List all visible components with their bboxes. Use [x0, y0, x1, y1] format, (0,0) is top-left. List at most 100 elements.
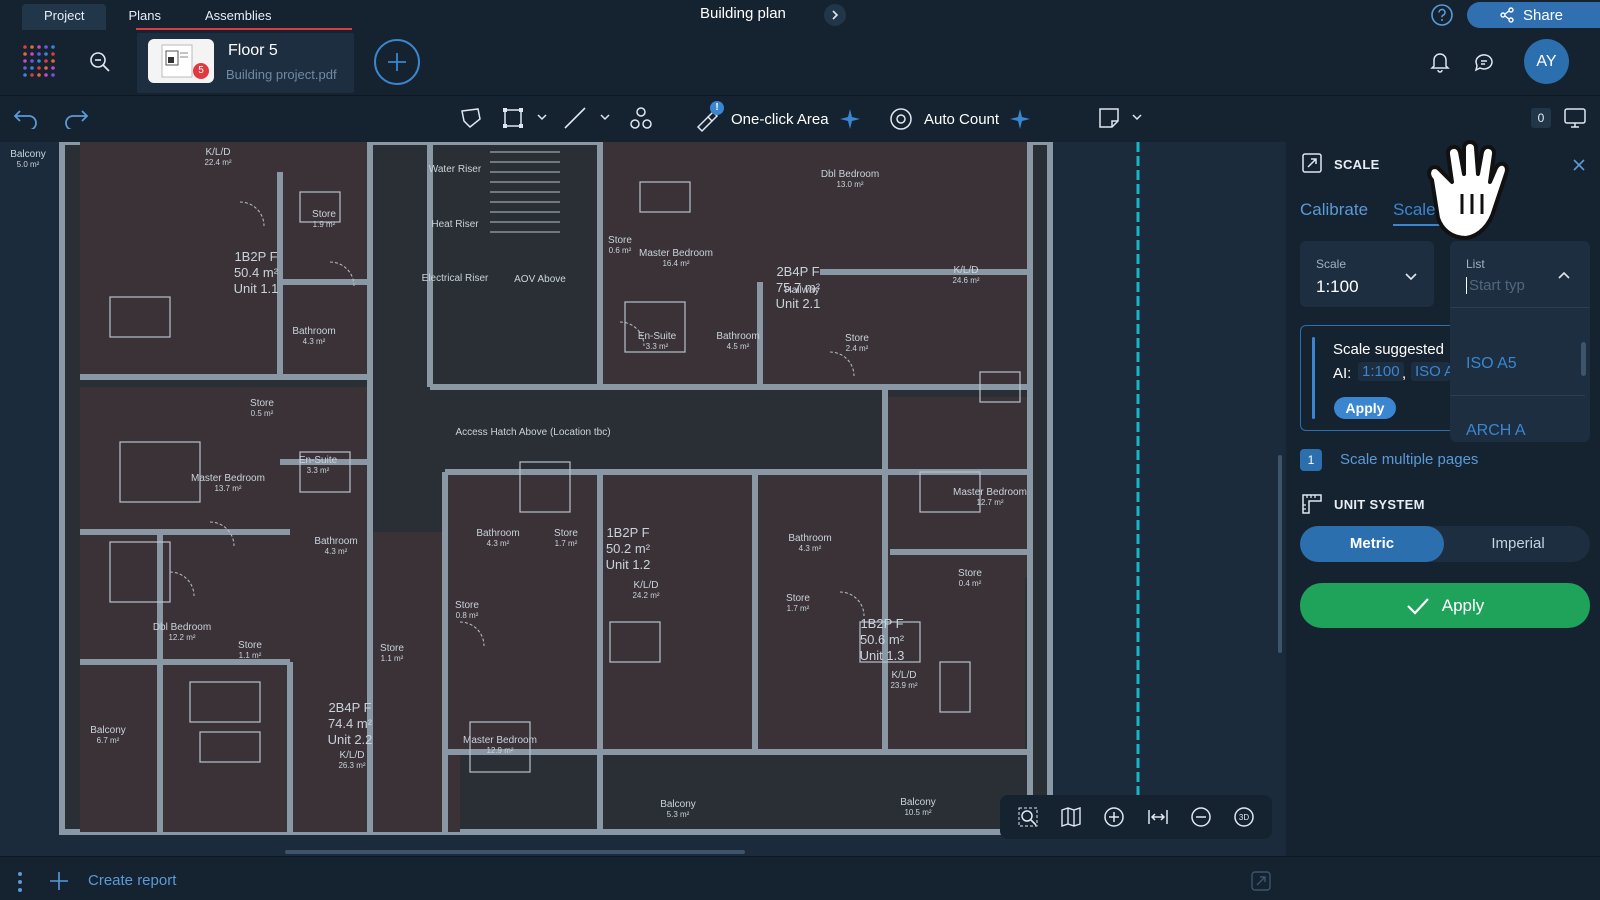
tab-calibrate[interactable]: Calibrate	[1300, 200, 1369, 219]
page-count-badge: 5	[193, 63, 209, 79]
room-area: 5.0 m²	[17, 160, 40, 169]
room-unit: Unit 1.1	[234, 281, 279, 296]
polygon-area-icon[interactable]	[458, 105, 484, 131]
apply-button[interactable]: Apply	[1300, 583, 1590, 628]
user-avatar[interactable]: AY	[1524, 39, 1569, 84]
bell-icon[interactable]	[1428, 49, 1452, 73]
room-name: AOV Above	[514, 274, 566, 285]
suggestion-apply-button[interactable]: Apply	[1334, 397, 1396, 419]
add-file-button[interactable]	[374, 39, 420, 85]
zoom-out-icon[interactable]	[1189, 805, 1213, 829]
scale-icon	[1300, 151, 1324, 175]
room-name: Access Hatch Above (Location tbc)	[455, 427, 610, 438]
help-icon[interactable]	[1430, 3, 1454, 27]
room-name: En-Suite	[299, 455, 338, 466]
unit-imperial-option[interactable]: Imperial	[1491, 535, 1545, 552]
tool-bar	[0, 96, 1600, 142]
list-option[interactable]: ISO A5	[1466, 355, 1517, 372]
one-click-area-button[interactable]: ! One-click Area	[693, 101, 861, 137]
sticky-note-icon[interactable]	[1096, 105, 1122, 131]
redo-icon[interactable]	[62, 105, 90, 129]
suggested-paper-chip[interactable]: ISO A	[1411, 362, 1450, 381]
fixture	[609, 621, 661, 663]
undo-icon[interactable]	[12, 105, 40, 129]
close-icon[interactable]	[1571, 157, 1587, 173]
count-tool-icon[interactable]	[628, 105, 654, 131]
monitor-icon[interactable]	[1562, 105, 1588, 131]
room-area: 3.3 m²	[307, 466, 330, 475]
more-options-icon[interactable]	[16, 870, 24, 894]
room-name: Master Bedroom	[639, 248, 713, 259]
chevron-down-icon[interactable]	[599, 111, 611, 123]
search-icon[interactable]	[88, 50, 112, 74]
dropdown-scrollbar[interactable]	[1581, 342, 1586, 376]
list-select[interactable]	[1450, 241, 1590, 307]
plus-icon[interactable]	[48, 870, 70, 892]
room-label: Access Hatch Above (Location tbc)	[455, 427, 610, 438]
3d-view-icon[interactable]: 3D	[1232, 805, 1256, 829]
room-area: 4.3 m²	[487, 539, 510, 548]
chat-icon[interactable]	[1472, 50, 1496, 74]
room-area: 50.2 m²	[606, 541, 651, 556]
room-area: 0.4 m²	[959, 579, 982, 588]
zoom-in-icon[interactable]	[1102, 805, 1126, 829]
document-title[interactable]: Building plan	[700, 5, 786, 22]
room-name: En-Suite	[638, 331, 677, 342]
room-area: 24.2 m²	[632, 591, 659, 600]
unit-system-title: UNIT SYSTEM	[1334, 497, 1425, 512]
horizontal-scrollbar[interactable]	[285, 850, 745, 854]
list-option[interactable]: ARCH A	[1466, 422, 1526, 439]
line-tool-icon[interactable]	[562, 105, 588, 131]
chevron-right-icon[interactable]	[824, 4, 846, 26]
room-area: 22.4 m²	[204, 158, 231, 167]
unit-metric-option[interactable]: Metric	[1300, 526, 1444, 562]
room-area: 1.7 m²	[555, 539, 578, 548]
share-button[interactable]: Share	[1467, 2, 1600, 28]
fit-width-icon[interactable]	[1146, 805, 1170, 829]
tab-scale[interactable]: Scale	[1393, 200, 1436, 219]
room-area: 75.7 m²	[776, 280, 821, 295]
vertical-scrollbar[interactable]	[1278, 455, 1282, 653]
room-area: 74.4 m²	[328, 716, 373, 731]
scale-select[interactable]	[1300, 241, 1434, 307]
floor-zone	[755, 472, 1025, 752]
chevron-down-icon[interactable]	[536, 111, 548, 123]
room-unit: Unit 1.2	[606, 557, 651, 572]
scale-multiple-pages-link[interactable]: Scale multiple pages	[1340, 451, 1479, 468]
tab-project[interactable]: Project	[22, 4, 107, 30]
plus-icon	[388, 53, 406, 71]
room-unit: Unit 2.1	[776, 296, 821, 311]
alert-badge: !	[710, 101, 724, 115]
fixture	[519, 461, 571, 513]
tab-plans[interactable]: Plans	[128, 8, 161, 23]
rectangle-tool-icon[interactable]	[500, 105, 526, 131]
room-name: Hallway	[784, 285, 819, 296]
zoom-area-icon[interactable]	[1016, 805, 1040, 829]
apps-grid-icon[interactable]	[22, 44, 56, 78]
room-label: K/L/D24.2 m²	[632, 580, 659, 600]
map-icon[interactable]	[1059, 805, 1083, 829]
fixture	[919, 471, 981, 513]
auto-count-button[interactable]: Auto Count	[888, 101, 1031, 137]
expand-icon[interactable]	[1250, 870, 1272, 892]
chevron-down-icon[interactable]	[1131, 111, 1143, 123]
room-name: Bathroom	[716, 331, 759, 342]
suggested-scale-chip[interactable]: 1:100	[1358, 362, 1404, 381]
create-report-link[interactable]: Create report	[88, 872, 177, 889]
room-area: 1.1 m²	[381, 654, 404, 663]
chevron-down-icon[interactable]	[1404, 269, 1418, 283]
tab-assemblies[interactable]: Assemblies	[205, 8, 272, 23]
list-search-input[interactable]	[1466, 277, 1546, 294]
chevron-up-icon[interactable]	[1557, 269, 1571, 283]
apply-label: Apply	[1441, 595, 1485, 615]
